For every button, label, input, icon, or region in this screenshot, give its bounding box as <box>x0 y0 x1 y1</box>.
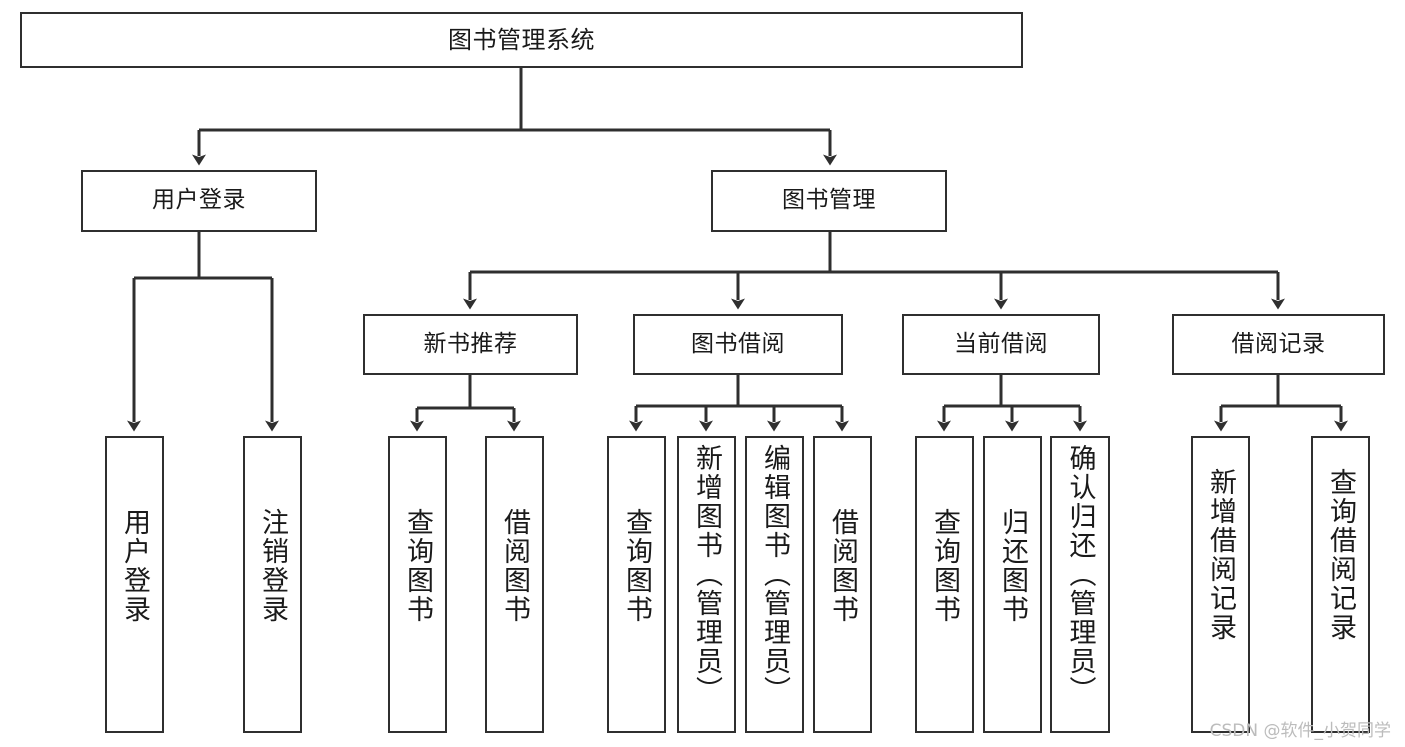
leaf-query-record-label: 查询借阅记录 <box>1325 468 1356 642</box>
node-book-manage[interactable]: 图书管理 <box>711 170 947 232</box>
node-current-borrow[interactable]: 当前借阅 <box>902 314 1100 375</box>
node-borrow-record-label: 借阅记录 <box>1231 330 1326 357</box>
leaf-return-book-label: 归还图书 <box>997 508 1028 624</box>
node-book-borrow[interactable]: 图书借阅 <box>633 314 843 375</box>
leaf-user-login-label: 用户登录 <box>119 508 150 624</box>
leaf-confirm-return-label: 确认归还（管理员） <box>1064 444 1096 705</box>
leaf-add-book-label: 新增图书（管理员） <box>691 444 722 705</box>
node-root-label: 图书管理系统 <box>448 25 595 54</box>
leaf-query-book-3-label: 查询图书 <box>929 508 960 624</box>
leaf-query-record[interactable]: 查询借阅记录 <box>1311 436 1370 733</box>
node-new-book-rec-label: 新书推荐 <box>423 330 518 357</box>
leaf-edit-book[interactable]: 编辑图书（管理员） <box>745 436 804 733</box>
leaf-borrow-book-1[interactable]: 借阅图书 <box>485 436 544 733</box>
leaf-edit-book-label: 编辑图书（管理员） <box>759 444 790 705</box>
leaf-query-book-1[interactable]: 查询图书 <box>388 436 447 733</box>
leaf-borrow-book-2-label: 借阅图书 <box>827 508 858 624</box>
node-user-login[interactable]: 用户登录 <box>81 170 317 232</box>
leaf-confirm-return[interactable]: 确认归还（管理员） <box>1050 436 1110 733</box>
leaf-query-book-2-label: 查询图书 <box>621 508 652 624</box>
leaf-borrow-book-2[interactable]: 借阅图书 <box>813 436 872 733</box>
node-root[interactable]: 图书管理系统 <box>20 12 1023 68</box>
leaf-borrow-book-1-label: 借阅图书 <box>499 508 530 624</box>
leaf-query-book-1-label: 查询图书 <box>402 508 433 624</box>
leaf-logout-label: 注销登录 <box>257 508 288 624</box>
leaf-add-record[interactable]: 新增借阅记录 <box>1191 436 1250 733</box>
node-book-manage-label: 图书管理 <box>782 187 876 214</box>
node-book-borrow-label: 图书借阅 <box>691 330 785 357</box>
node-user-login-label: 用户登录 <box>152 187 246 214</box>
node-new-book-rec[interactable]: 新书推荐 <box>363 314 578 375</box>
leaf-add-book[interactable]: 新增图书（管理员） <box>677 436 736 733</box>
node-current-borrow-label: 当前借阅 <box>954 330 1048 357</box>
leaf-user-login[interactable]: 用户登录 <box>105 436 164 733</box>
csdn-watermark: CSDN @软件_小贺同学 <box>1209 721 1391 741</box>
leaf-query-book-2[interactable]: 查询图书 <box>607 436 666 733</box>
leaf-add-record-label: 新增借阅记录 <box>1205 468 1236 642</box>
leaf-logout[interactable]: 注销登录 <box>243 436 302 733</box>
leaf-query-book-3[interactable]: 查询图书 <box>915 436 974 733</box>
leaf-return-book[interactable]: 归还图书 <box>983 436 1042 733</box>
node-borrow-record[interactable]: 借阅记录 <box>1172 314 1385 375</box>
